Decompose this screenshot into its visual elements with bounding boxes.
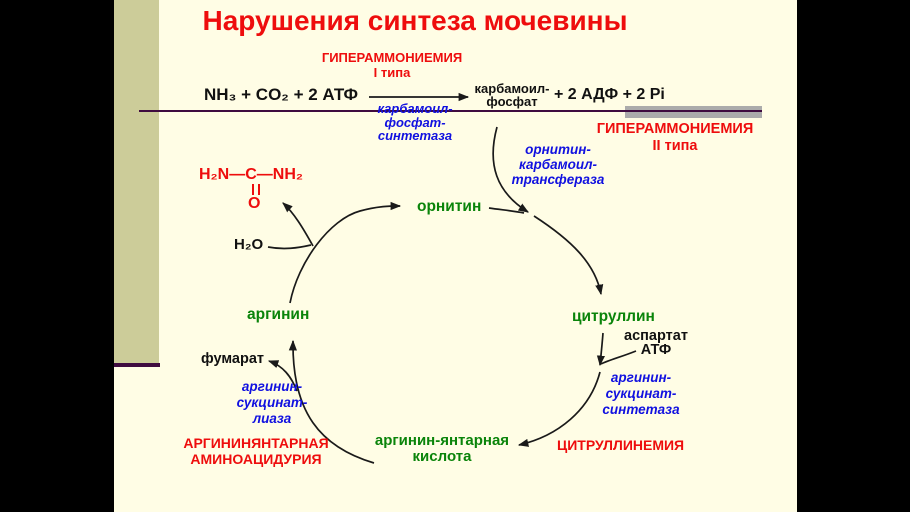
line-water-join [267,244,312,250]
line-ornithine-merge [488,207,525,214]
arrow-to-argininosuccinate [517,371,601,447]
enzyme-ornithine-carbamoyl-transferase: орнитин- карбамоил- трансфераза [511,142,605,187]
arrow-argininosuccinate-to-arginine [288,339,375,464]
metabolite-citrulline: цитруллин [572,308,655,325]
reaction-byproducts: + 2 АДФ + 2 Pi [554,86,665,103]
arrow-carbamoyl-phosphate-down [492,126,529,213]
left-accent-bar-cap [114,363,160,367]
reaction-substrates: NH₃ + CO₂ + 2 АТФ [204,85,359,104]
molecule-fumarate: фумарат [201,351,264,367]
arrow-arginine-to-ornithine [289,201,402,304]
disease-citrullinemia: ЦИТРУЛЛИНЕМИЯ [557,437,685,453]
molecule-water: H₂O [234,236,264,253]
arrow-fumarate-branch [267,360,298,392]
metabolite-ornithine: орнитин [417,198,482,215]
disease-hyperammonemia-type2: ГИПЕРАММОНИЕМИЯ II типа [596,121,754,154]
reaction-product-carbamoyl-phosphate: карбамоил- фосфат [474,81,550,109]
enzyme-argininosuccinate-synthetase: аргинин- сукцинат- синтетаза [602,370,680,417]
molecule-aspartate-atp: аспартат АТФ [624,328,688,358]
highlight-bar [625,106,762,118]
divider-line [139,110,762,112]
metabolite-argininosuccinate: аргинин-янтарная кислота [374,432,510,465]
urea-double-bond [252,184,260,195]
metabolite-arginine: аргинин [247,306,310,323]
urea-formula: H₂N—C—NH₂ [199,166,303,183]
line-aspartate-join [600,350,637,365]
disease-hyperammonemia-type1: ГИПЕРАММОНИЕМИЯ I типа [321,50,463,80]
disease-argininosuccinic-aciduria: АРГИНИНЯНТАРНАЯ АМИНОАЦИДУРИЯ [183,435,329,467]
slide-title: Нарушения синтеза мочевины [202,5,628,36]
urea-oxygen: O [248,195,261,212]
left-accent-bar [114,0,159,363]
arrow-urea-branch [282,202,314,247]
enzyme-argininosuccinate-lyase: аргинин- сукцинат- лиаза [236,379,308,426]
arrow-citrulline-down [596,332,606,367]
enzyme-carbamoyl-phosphate-synthetase: карбамоил- фосфат- синтетаза [377,101,453,143]
slide-background [114,0,797,512]
arrow-merge-to-citrulline [533,215,604,296]
